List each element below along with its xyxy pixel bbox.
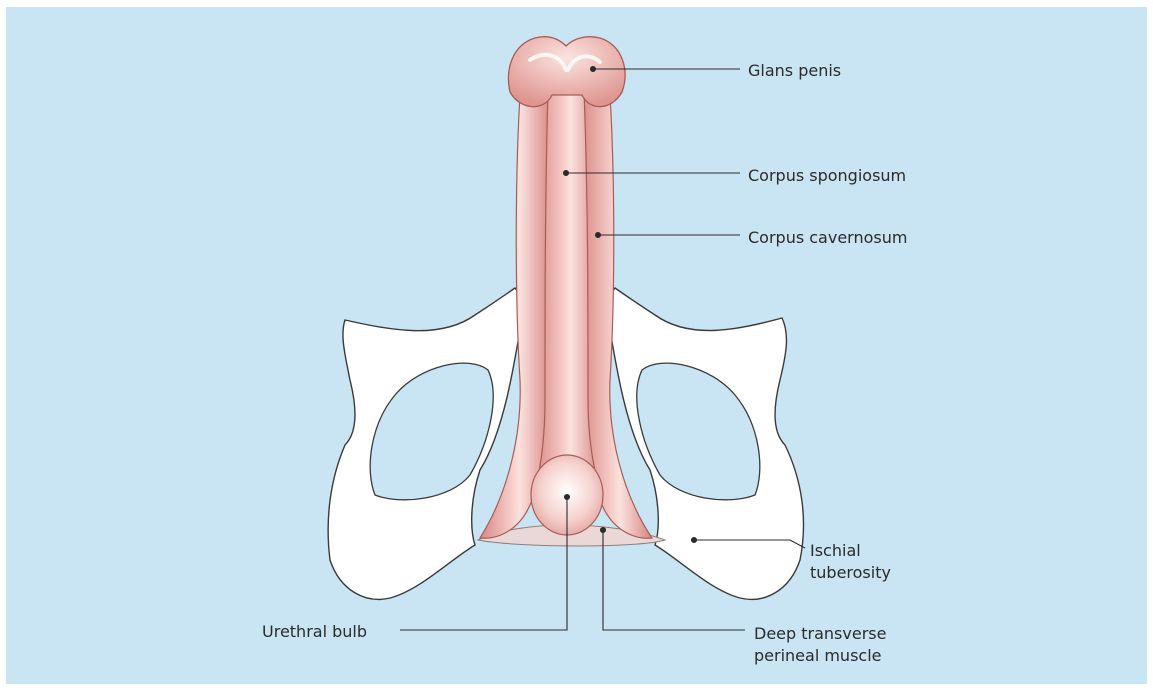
- label-corpus-spongiosum: Corpus spongiosum: [748, 165, 906, 187]
- dot-deep: [601, 528, 606, 533]
- dot-glans: [591, 67, 596, 72]
- dot-urethral: [565, 495, 570, 500]
- dot-cavernosum: [596, 233, 601, 238]
- dot-ischial: [692, 538, 697, 543]
- dot-spongiosum: [564, 171, 569, 176]
- label-ischial-tuberosity: Ischial tuberosity: [810, 540, 891, 584]
- label-deep-transverse-perineal-muscle: Deep transverse perineal muscle: [754, 623, 886, 667]
- label-corpus-cavernosum: Corpus cavernosum: [748, 227, 907, 249]
- label-glans-penis: Glans penis: [748, 60, 841, 82]
- label-urethral-bulb: Urethral bulb: [262, 621, 367, 643]
